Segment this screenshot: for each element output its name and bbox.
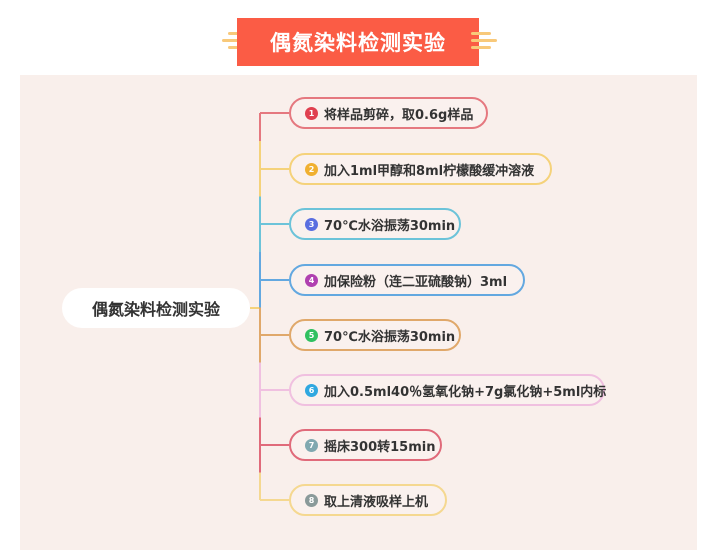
step-number-badge: 7 [305, 438, 318, 452]
step-label: 加保险粉（连二亚硫酸钠）3ml [324, 274, 508, 290]
decoration-lines-right [471, 32, 497, 52]
step-number-badge: 1 [305, 106, 318, 120]
step-node-2[interactable]: 2 加入1ml甲醇和8ml柠檬酸缓冲溶液 [289, 153, 552, 185]
title-banner: 偶氮染料检测实验 [237, 18, 479, 66]
step-label: 摇床300转15min [324, 439, 436, 455]
step-label: 70℃水浴振荡30min [324, 218, 456, 234]
step-number-badge: 3 [305, 217, 318, 231]
step-node-8[interactable]: 8 取上清液吸样上机 [289, 484, 447, 516]
step-label: 70℃水浴振荡30min [324, 329, 456, 345]
step-node-5[interactable]: 5 70℃水浴振荡30min [289, 319, 461, 351]
step-number-badge: 8 [305, 493, 318, 507]
step-node-4[interactable]: 4 加保险粉（连二亚硫酸钠）3ml [289, 264, 525, 296]
step-number-badge: 2 [305, 162, 318, 176]
step-node-1[interactable]: 1 将样品剪碎，取0.6g样品 [289, 97, 488, 129]
step-node-7[interactable]: 7 摇床300转15min [289, 429, 442, 461]
step-label: 将样品剪碎，取0.6g样品 [324, 107, 474, 123]
central-topic[interactable]: 偶氮染料检测实验 [62, 288, 250, 328]
step-node-6[interactable]: 6 加入0.5ml40％氢氧化钠+7g氯化钠+5ml内标 [289, 374, 607, 406]
step-number-badge: 5 [305, 328, 318, 342]
step-label: 加入0.5ml40％氢氧化钠+7g氯化钠+5ml内标 [324, 384, 607, 400]
step-node-3[interactable]: 3 70℃水浴振荡30min [289, 208, 461, 240]
step-label: 取上清液吸样上机 [324, 494, 429, 510]
step-number-badge: 4 [305, 273, 318, 287]
step-label: 加入1ml甲醇和8ml柠檬酸缓冲溶液 [324, 163, 535, 179]
step-number-badge: 6 [305, 383, 318, 397]
